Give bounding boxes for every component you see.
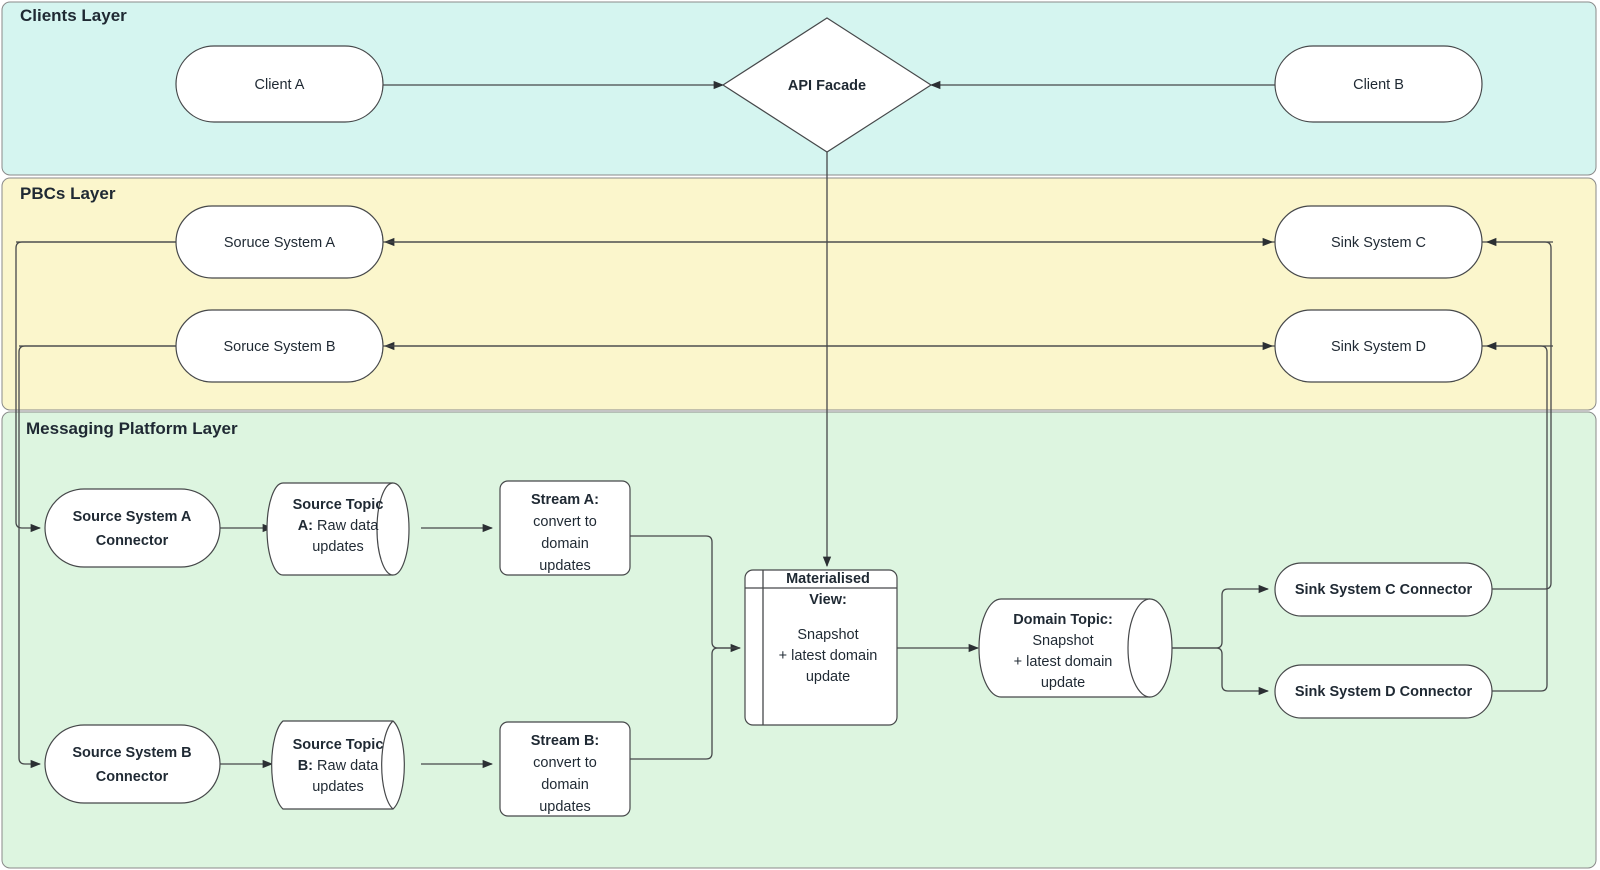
domain-topic-cap [1127,598,1151,698]
node-stream-a[interactable]: Stream A: convert to domain updates [499,480,631,576]
source-topic-a-title: Source Topic [293,497,384,513]
sink-system-d-shape [1274,309,1483,383]
source-system-a-connector-line-1: Source System A [73,509,192,525]
node-stream-b[interactable]: Stream B: convert to domain updates [499,721,631,817]
sink-system-c-label: Sink System C [1331,235,1426,251]
materialised-view-line-3: Snapshot [797,627,858,643]
materialised-view-line-4: + latest domain [779,648,878,664]
client-a-shape [175,45,384,123]
node-sink-system-d-connector[interactable]: Sink System D Connector [1274,664,1493,719]
edge-source-system-b-to-connector [18,345,176,769]
sink-system-c-connector-label: Sink System C Connector [1295,582,1473,598]
stream-b-line-2: convert to [533,755,597,771]
node-source-system-a[interactable]: Soruce System A [175,205,384,279]
api-facade-label: API Facade [788,78,866,94]
source-system-b-label: Soruce System B [223,339,335,355]
sink-system-d-label: Sink System D [1331,339,1426,355]
edge-stream-b-to-materialised-view [630,647,740,760]
client-b-shape [1274,45,1483,123]
source-system-a-shape [175,205,384,279]
node-sink-system-c[interactable]: Sink System C [1274,205,1483,279]
pbcs-layer-rect [1,177,1597,411]
stream-a-line-2: convert to [533,514,597,530]
stream-b-shape [499,721,631,817]
stream-a-line-3: domain [541,536,589,552]
sink-system-d-connector-shape [1274,664,1493,719]
source-system-a-connector-shape [44,488,221,568]
api-facade-shape [721,17,933,153]
node-materialised-view[interactable]: Materialised View: Snapshot + latest dom… [744,569,898,726]
domain-topic-line-4: update [1041,675,1085,691]
node-source-system-a-connector[interactable]: Source System A Connector [44,488,221,568]
node-api-facade[interactable]: API Facade [721,17,933,153]
source-topic-b-title: Source Topic [293,737,384,753]
source-topic-b-line-3: updates [312,779,364,795]
pbcs-layer-title: PBCs Layer [20,184,116,203]
edge-domain-topic-to-sink-d-connector [1172,647,1270,696]
source-system-a-label: Soruce System A [224,235,336,251]
sink-system-d-connector-label: Sink System D Connector [1295,684,1473,700]
node-client-a[interactable]: Client A [175,45,384,123]
stream-a-line-1: Stream A: [531,492,599,508]
materialised-view-line-2: View: [809,592,847,608]
node-sink-system-d[interactable]: Sink System D [1274,309,1483,383]
domain-topic-line-1: Domain Topic: [1013,612,1113,628]
client-b-label: Client B [1353,77,1404,93]
stream-b-line-1: Stream B: [531,733,600,749]
node-source-system-b-connector[interactable]: Source System B Connector [44,724,221,804]
clients-layer-title: Clients Layer [20,6,127,25]
source-system-b-connector-line-1: Source System B [72,745,191,761]
materialised-view-line-5: update [806,669,850,685]
node-source-topic-a[interactable]: Source Topic A: Raw data updates [266,482,410,576]
materialised-view-line-1: Materialised [786,571,870,587]
stream-a-shape [499,480,631,576]
materialised-view-shape [744,569,898,726]
domain-topic-line-3: + latest domain [1014,654,1113,670]
domain-topic-line-2: Snapshot [1032,633,1093,649]
layer-pbcs: PBCs Layer [1,177,1597,411]
stream-a-line-4: updates [539,558,591,574]
sink-system-c-shape [1274,205,1483,279]
source-topic-a-line-2: A: Raw data [298,518,380,534]
node-sink-system-c-connector[interactable]: Sink System C Connector [1274,562,1493,617]
stream-b-line-4: updates [539,799,591,815]
source-system-a-connector-line-2: Connector [96,533,169,549]
source-topic-a-cap [376,482,394,576]
client-a-label: Client A [255,77,305,93]
node-source-topic-b[interactable]: Source Topic B: Raw data updates [271,720,405,810]
node-domain-topic[interactable]: Domain Topic: Snapshot + latest domain u… [978,598,1173,698]
source-topic-b-line-2: B: Raw data [298,758,380,774]
edge-sink-d-connector-to-sink-system-d [1485,341,1548,692]
source-system-b-shape [175,309,384,383]
source-system-b-connector-line-2: Connector [96,769,169,785]
node-client-b[interactable]: Client B [1274,45,1483,123]
source-topic-b-cap [381,720,394,810]
messaging-layer-title: Messaging Platform Layer [26,419,238,438]
source-system-b-connector-shape [44,724,221,804]
sink-system-c-connector-shape [1274,562,1493,617]
node-source-system-b[interactable]: Soruce System B [175,309,384,383]
stream-b-line-3: domain [541,777,589,793]
source-topic-a-line-3: updates [312,539,364,555]
